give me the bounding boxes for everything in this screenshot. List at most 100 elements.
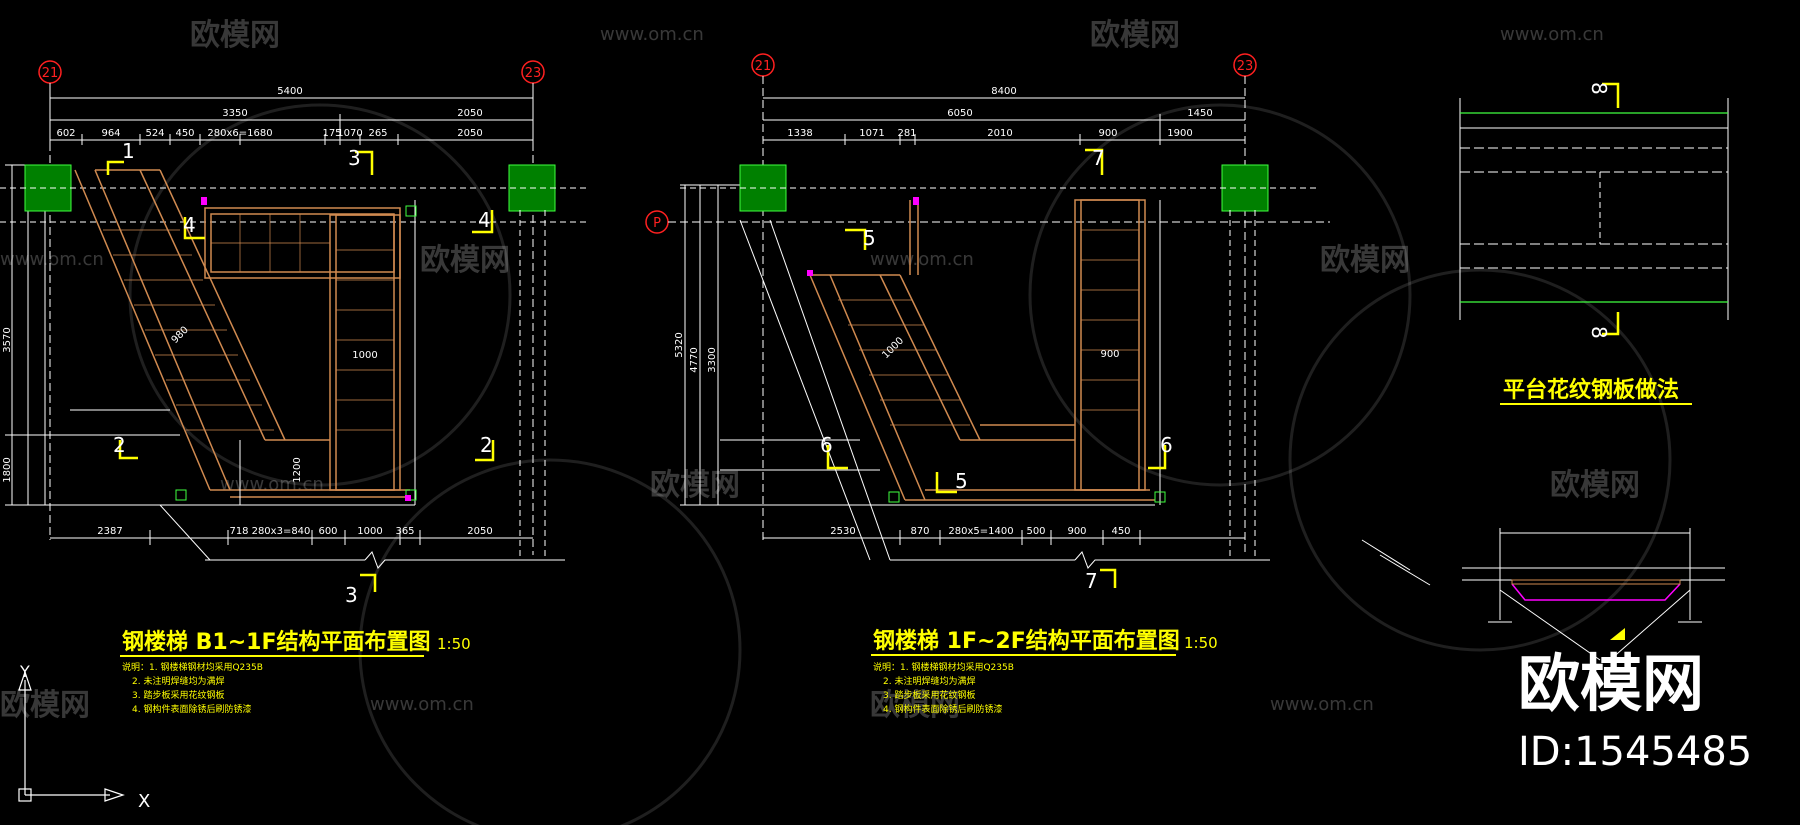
dim-detail: 2050: [457, 128, 482, 139]
dim-detail: 1900: [1167, 128, 1192, 139]
watermark-url: www.om.cn: [1270, 694, 1374, 715]
svg-text:说明：1. 钢楼梯钢材均采用Q235B: 说明：1. 钢楼梯钢材均采用Q235B: [122, 661, 263, 673]
dim-detail: 281: [897, 128, 916, 139]
section-mark-label: 3: [345, 583, 358, 607]
watermark-brand: 欧模网: [1550, 468, 1640, 503]
landing-grid: [211, 214, 330, 272]
dimension-lines-bottom: [50, 530, 565, 569]
drawing-scale: 1:50: [437, 635, 471, 653]
dim-bottom: 500: [1026, 526, 1045, 537]
stair-flight-right: [329, 214, 401, 491]
connection-marker: [888, 491, 900, 503]
dim-bottom: 2530: [830, 526, 855, 537]
connection-marker: [913, 197, 919, 205]
section-mark-label: 2: [480, 433, 493, 457]
stair-treads-right: [1081, 229, 1139, 411]
dim-left: 4770: [689, 347, 700, 372]
dim-sub: 3350: [222, 108, 247, 119]
dim-sub: 1450: [1187, 108, 1212, 119]
section-mark-label: 7: [1085, 569, 1098, 593]
axis-bubble-21: 21: [751, 53, 775, 77]
watermark-url: www.om.cn: [600, 24, 704, 45]
drawing-1f-2f: 21 23 P 8400 6050 1450 1338: [645, 53, 1330, 715]
connection-marker: [201, 197, 207, 205]
stair-treads: [103, 229, 274, 431]
svg-text:2. 未注明焊缝均为满焊: 2. 未注明焊缝均为满焊: [883, 675, 975, 687]
connection-marker: [1154, 491, 1166, 503]
dim-overall: 5400: [277, 86, 302, 97]
dim-detail: 602: [56, 128, 75, 139]
svg-text:21: 21: [755, 59, 772, 74]
dimension-lines-left: [680, 184, 760, 506]
dim-detail: 450: [175, 128, 194, 139]
svg-text:23: 23: [525, 66, 542, 81]
dim-detail: 1071: [859, 128, 884, 139]
drawing-b1-1f: 21 23 5400 3350 2: [0, 60, 590, 715]
dim-detail: 900: [1098, 128, 1117, 139]
dim-inner: 980: [170, 325, 191, 346]
dim-bottom: 2387: [97, 526, 122, 537]
drawing-title: 钢楼梯 B1~1F结构平面布置图: [122, 629, 431, 655]
dim-bottom: 900: [1067, 526, 1086, 537]
dimension-lines-top: [763, 97, 1245, 145]
dim-sub: 2050: [457, 108, 482, 119]
connection-marker: [405, 495, 411, 501]
watermark-url: www.om.cn: [220, 474, 324, 495]
watermark-id: ID:1545485: [1518, 729, 1752, 775]
dim-detail: 964: [101, 128, 120, 139]
stair-treads: [838, 299, 970, 426]
dim-bottom: 600: [318, 526, 337, 537]
dimension-lines-left: [5, 164, 70, 506]
dim-detail: 280x6=1680: [207, 128, 272, 139]
dim-inner: 1000: [880, 335, 906, 361]
section-mark-label: 2: [113, 433, 126, 457]
connection-marker: [807, 270, 813, 276]
dim-inner: 1200: [292, 457, 303, 482]
detail-title: 平台花纹钢板做法: [1503, 377, 1679, 403]
svg-text:21: 21: [42, 66, 59, 81]
drawing-scale: 1:50: [1184, 634, 1218, 652]
section-mark-label: 6: [1160, 433, 1173, 457]
svg-text:P: P: [653, 216, 661, 231]
dim-left: 3300: [707, 347, 718, 372]
section-mark-label: 1: [122, 139, 135, 163]
axis-bubble-p: P: [645, 210, 669, 234]
section-mark-label: 4: [183, 213, 196, 237]
dim-bottom: 870: [910, 526, 929, 537]
watermark-url: www.om.cn: [870, 249, 974, 270]
connection-marker: [175, 489, 187, 501]
dim-sub: 6050: [947, 108, 972, 119]
section-mark-label: 7: [1092, 146, 1105, 170]
dim-detail: 2010: [987, 128, 1012, 139]
ucs-x-label: X: [138, 791, 150, 812]
dim-detail: 524: [145, 128, 164, 139]
dim-bottom: 450: [1111, 526, 1130, 537]
section-mark-label: 4: [478, 208, 491, 232]
dim-detail: 175: [322, 128, 341, 139]
svg-text:4. 钢构件表面除锈后刷防锈漆: 4. 钢构件表面除锈后刷防锈漆: [883, 703, 1002, 715]
dim-bottom: 280x3=840: [252, 526, 311, 537]
section-mark-label: 6: [820, 433, 833, 457]
watermark-brand: 欧模网: [870, 688, 960, 723]
drawing-notes: 说明：1. 钢楼梯钢材均采用Q235B 2. 未注明焊缝均为满焊 3. 踏步板采…: [122, 661, 263, 715]
dim-left: 3570: [2, 327, 13, 352]
axis-bubble-23: 23: [1233, 53, 1257, 77]
watermark-url: www.om.cn: [0, 249, 104, 270]
watermark-brand: 欧模网: [1090, 18, 1180, 53]
watermark-url: www.om.cn: [1500, 24, 1604, 45]
connection-marker: [405, 205, 417, 217]
dim-bottom: 365: [395, 526, 414, 537]
svg-text:3. 踏步板采用花纹钢板: 3. 踏步板采用花纹钢板: [132, 689, 224, 701]
stair-landing-bottom: [905, 424, 1155, 501]
section-mark-label: 5: [955, 469, 968, 493]
svg-text:3. 踏步板采用花纹钢板: 3. 踏步板采用花纹钢板: [883, 689, 975, 701]
section-mark-label: 5: [863, 226, 876, 250]
section-mark-label: 8: [1587, 326, 1611, 339]
watermark-layer: 欧模网 欧模网 欧模网 欧模网 欧模网 欧模网 欧模网 欧模网 www.om.c…: [0, 18, 1672, 825]
svg-text:2. 未注明焊缝均为满焊: 2. 未注明焊缝均为满焊: [132, 675, 224, 687]
dim-detail: 265: [368, 128, 387, 139]
detail-checker-plate: 8 8 平台花纹钢板做法: [1459, 82, 1729, 405]
detail-section: [1361, 528, 1725, 661]
dim-bottom: 718: [229, 526, 248, 537]
